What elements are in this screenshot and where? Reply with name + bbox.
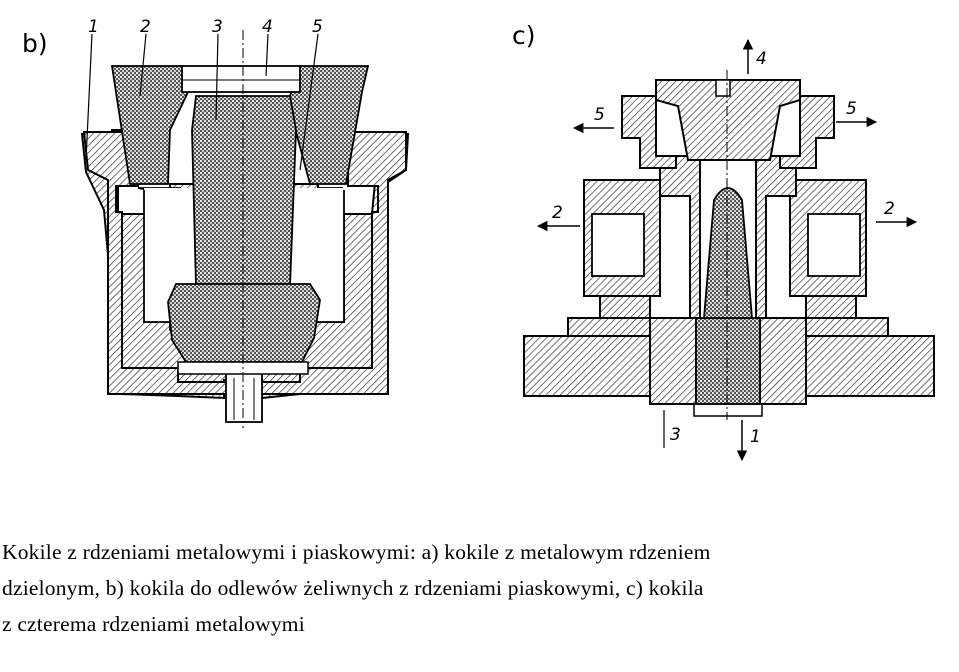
label-c-2-right: 2 [884, 199, 895, 219]
figure-caption: Kokile z rdzeniami metalowymi i piaskowy… [2, 534, 954, 642]
label-b-3: 3 [212, 17, 223, 37]
top-plate [181, 65, 301, 93]
base-plate-left [523, 335, 651, 397]
caption-line-1: Kokile z rdzeniami metalowymi i piaskowy… [2, 540, 711, 564]
label-b-1: 1 [88, 17, 99, 37]
caption-line-3: z czterema rdzeniami metalowymi [2, 612, 305, 636]
label-c-3: 3 [670, 425, 681, 445]
mold-frame [82, 131, 407, 395]
label-c-5-left: 5 [594, 105, 605, 125]
label-b-5: 5 [312, 17, 323, 37]
panel-b-label: b) [22, 29, 48, 58]
label-b-2: 2 [140, 17, 151, 37]
mold-diagram: b) 1 2 [22, 17, 935, 462]
top-riser [655, 79, 801, 161]
bottom-ejector [693, 403, 763, 417]
label-c-5-right: 5 [846, 99, 857, 119]
panel-c: c) [512, 21, 935, 462]
label-b-4: 4 [262, 17, 273, 37]
ejector-pin [225, 371, 263, 423]
panel-c-label: c) [512, 21, 536, 50]
central-core [191, 95, 297, 287]
core-base [167, 283, 321, 363]
label-c-1: 1 [750, 427, 761, 447]
base-plate-right [805, 335, 935, 397]
label-c-4: 4 [756, 49, 767, 69]
label-c-2-left: 2 [552, 203, 563, 223]
lower-center-block [649, 317, 697, 405]
caption-line-2: dzielonym, b) kokila do odlewów żeliwnyc… [2, 576, 704, 600]
central-metal-core [703, 187, 753, 319]
central-metal-core-base [695, 317, 761, 405]
panel-b: b) 1 2 [22, 17, 410, 428]
